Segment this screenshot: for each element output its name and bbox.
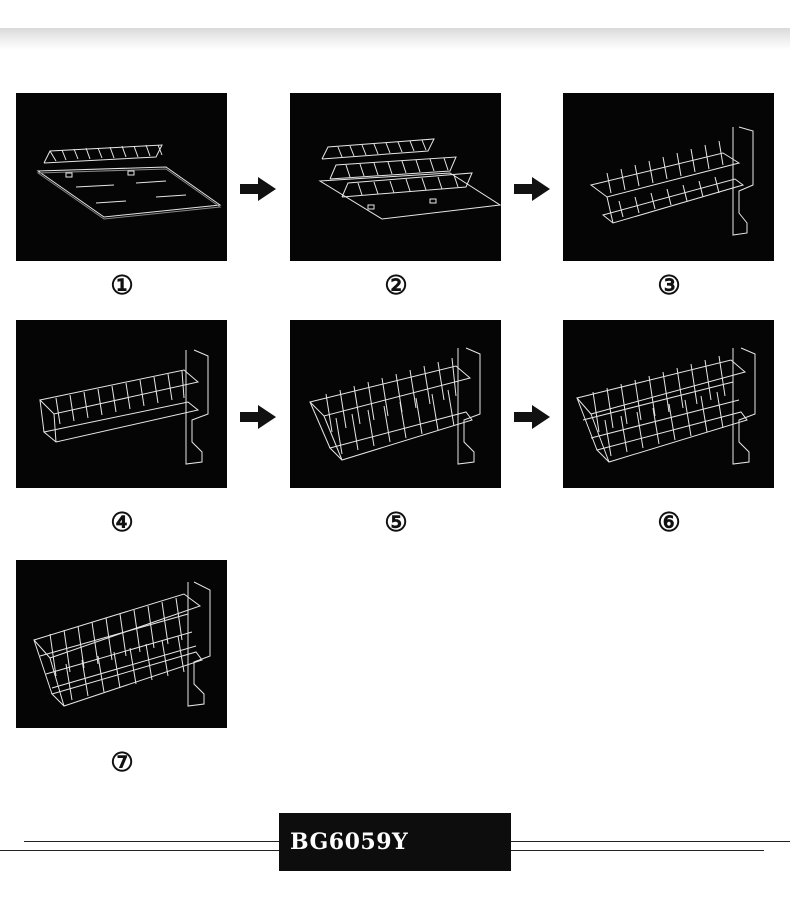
acrylic-base-with-divider-row — [36, 144, 222, 220]
assembly-step-4 — [16, 320, 227, 488]
footer-rule-left-lower — [0, 850, 280, 851]
assembly-step-7 — [16, 560, 227, 728]
footer-rule-right-upper — [511, 841, 790, 842]
next-step-arrow-icon — [514, 177, 550, 201]
step-number-2: ② — [384, 271, 408, 301]
acrylic-base-with-two-divider-rows — [318, 138, 501, 220]
top-shadow-band — [0, 28, 790, 50]
footer-rule-left-upper — [24, 841, 280, 842]
acrylic-stand-full-dividers — [576, 347, 756, 465]
acrylic-stand-completed — [33, 581, 211, 707]
step-4-photo — [16, 320, 227, 488]
assembly-step-1 — [16, 93, 227, 261]
step-5-photo — [290, 320, 501, 488]
acrylic-stand-with-side-panel — [589, 126, 754, 236]
acrylic-stand-many-dividers — [309, 347, 481, 465]
step-3-photo — [563, 93, 774, 261]
step-2-photo — [290, 93, 501, 261]
step-number-5: ⑤ — [384, 508, 408, 538]
step-number-4: ④ — [110, 508, 134, 538]
acrylic-stand-two-tiers — [38, 349, 209, 465]
step-7-photo — [16, 560, 227, 728]
model-code-label: BG6059Y — [279, 813, 511, 871]
footer-rule-right-lower — [511, 850, 764, 851]
assembly-step-2 — [290, 93, 501, 261]
assembly-step-3 — [563, 93, 774, 261]
step-number-3: ③ — [657, 271, 681, 301]
next-step-arrow-icon — [514, 405, 550, 429]
next-step-arrow-icon — [240, 177, 276, 201]
step-number-1: ① — [110, 271, 134, 301]
step-1-photo — [16, 93, 227, 261]
next-step-arrow-icon — [240, 405, 276, 429]
assembly-step-5 — [290, 320, 501, 488]
step-6-photo — [563, 320, 774, 488]
step-number-7: ⑦ — [110, 748, 134, 778]
assembly-step-6 — [563, 320, 774, 488]
step-number-6: ⑥ — [657, 508, 681, 538]
